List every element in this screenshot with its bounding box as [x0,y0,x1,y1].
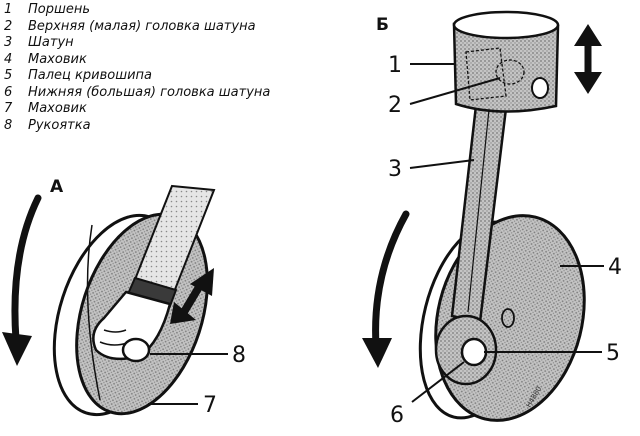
legend-item: 8 Рукоятка [4,118,270,135]
callout-4: 4 [608,255,622,280]
double-arrow-icon [170,268,214,324]
rotation-arrow-icon [2,194,42,366]
panel-a: А 8 7 [2,177,246,418]
legend-item: 6 Нижняя (большая) головка шатуна [4,85,270,102]
legend-number: 5 [4,68,13,83]
crank-pin [460,337,488,367]
callout-line-3 [409,159,475,169]
callout-7: 7 [203,393,217,418]
vertical-double-arrow-icon [574,24,602,94]
legend-text: Поршень [28,2,91,17]
callout-6: 6 [390,403,404,428]
legend-item: 4 Маховик [4,52,270,69]
callout-2: 2 [388,93,402,118]
connecting-rod [434,86,510,386]
callout-5: 5 [606,341,620,366]
panel-a-label: А [50,177,64,197]
legend-item: 3 Шатун [4,35,270,52]
legend-number: 7 [4,101,13,116]
piston-pin [531,77,549,99]
legend-item: 1 Поршень [4,2,270,19]
legend-number: 6 [4,84,13,100]
arm-illustration [92,184,216,363]
legend-item: 2 Верхняя (малая) головка шатуна [4,19,270,36]
legend-number: 8 [4,117,13,133]
callout-3: 3 [388,157,402,182]
legend-text: Палец кривошипа [28,68,153,83]
legend-number: 4 [4,51,13,67]
callout-line-6 [411,361,465,403]
legend-item: 7 Маховик [4,101,270,118]
panel-b-label: Б [376,15,389,35]
legend-text: Маховик [28,51,87,67]
legend-text: Маховик [28,101,87,116]
flywheel-b: H4880 [418,214,586,422]
piston [452,10,560,113]
panel-b: Б H4880 [362,10,622,428]
legend-number: 3 [4,35,13,50]
legend-number: 2 [4,18,13,34]
legend-item: 5 Палец кривошипа [4,68,270,85]
legend-text: Шатун [28,35,74,50]
legend-number: 1 [4,2,13,17]
legend-text: Рукоятка [28,117,91,133]
legend-text: Верхняя (малая) головка шатуна [28,18,256,34]
legend: 1 Поршень 2 Верхняя (малая) головка шатуна… [4,2,270,134]
rotation-arrow-icon [362,210,410,368]
callout-8: 8 [232,343,246,368]
legend-text: Нижняя (большая) головка шатуна [28,84,271,100]
callout-line-2 [409,77,501,105]
callout-1: 1 [388,53,402,78]
handle-knob [121,337,151,363]
